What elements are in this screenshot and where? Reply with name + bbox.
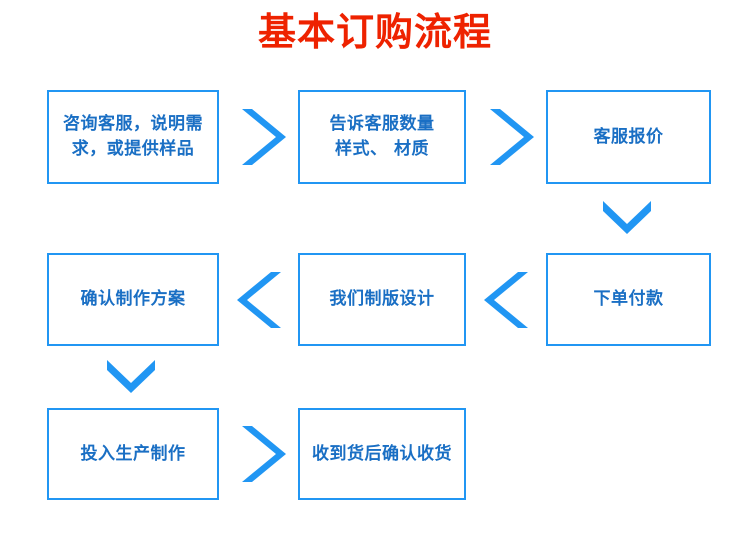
flow-step-box-2: 告诉客服数量 样式、 材质 <box>298 90 466 184</box>
flow-step-label-6: 确认制作方案 <box>80 289 186 309</box>
chevron-right-icon <box>238 105 292 169</box>
flow-step-box-3: 客服报价 <box>546 90 711 184</box>
flow-step-label-7: 投入生产制作 <box>80 443 186 464</box>
flow-step-label-4: 下单付款 <box>593 289 664 309</box>
chevron-down-icon <box>104 357 158 397</box>
flow-step-label-5: 我们制版设计 <box>329 289 435 309</box>
flow-step-box-4: 下单付款 <box>546 253 711 346</box>
flow-step-box-6: 确认制作方案 <box>47 253 219 346</box>
flow-step-label-1: 咨询客服，说明需 求，或提供样品 <box>63 114 203 159</box>
flow-step-box-5: 我们制版设计 <box>298 253 466 346</box>
chevron-left-icon <box>231 268 285 332</box>
flow-step-box-8: 收到货后确认收货 <box>298 408 466 500</box>
flow-step-label-2: 告诉客服数量 样式、 材质 <box>329 114 435 159</box>
flow-step-label-8: 收到货后确认收货 <box>312 443 452 464</box>
chevron-down-icon <box>600 198 654 238</box>
flow-step-box-7: 投入生产制作 <box>47 408 219 500</box>
chevron-right-icon <box>238 422 292 486</box>
chevron-left-icon <box>478 268 532 332</box>
chevron-right-icon <box>486 105 540 169</box>
flow-step-box-1: 咨询客服，说明需 求，或提供样品 <box>47 90 219 184</box>
flow-step-label-3: 客服报价 <box>593 126 664 147</box>
page-title: 基本订购流程 <box>257 10 492 54</box>
